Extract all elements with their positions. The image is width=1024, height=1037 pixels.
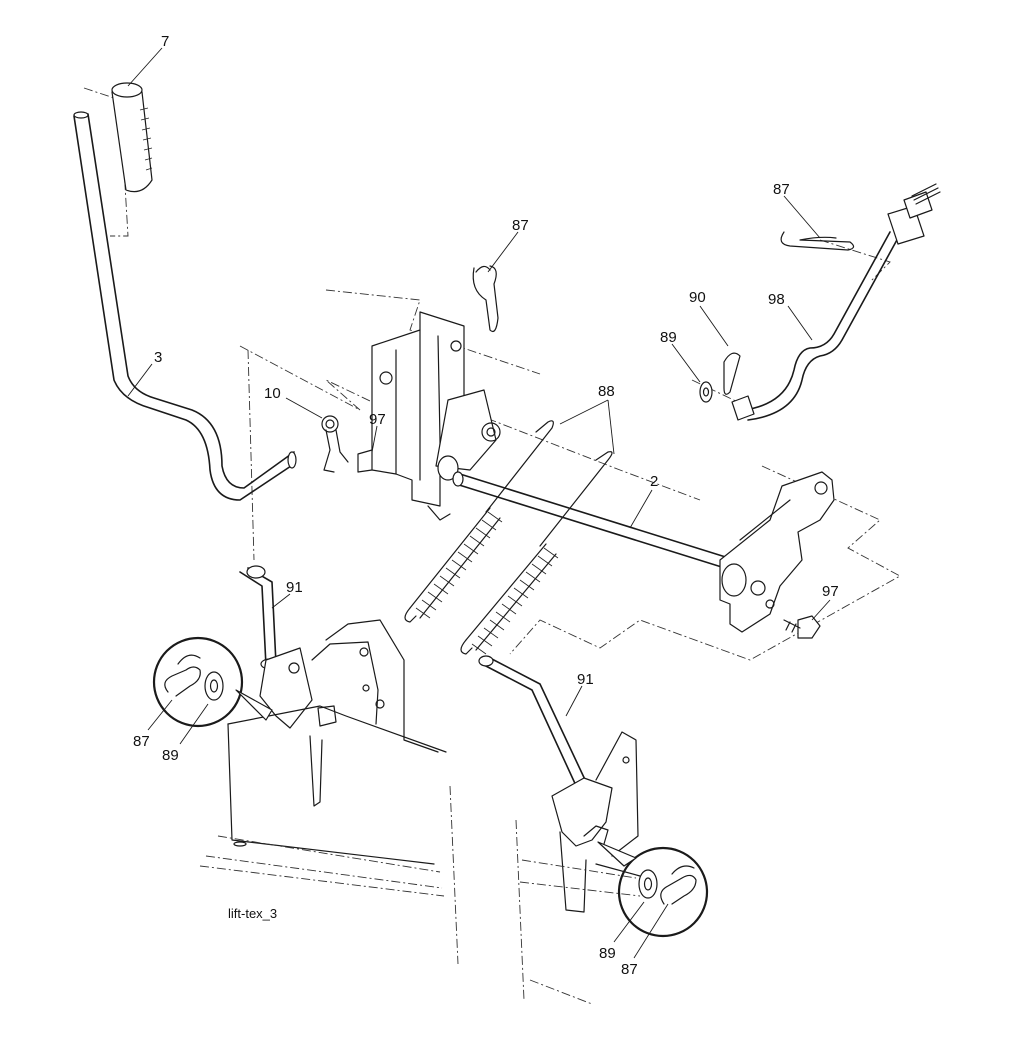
callout-springs: 88 [598,383,615,400]
lever-grip [111,82,153,193]
callout-detail-right-clip: 87 [621,961,638,978]
callout-bolt-left: 97 [369,411,386,428]
construction-lines [83,87,901,661]
hair-pin-clip-top [472,265,499,333]
callout-torsion-spring: 10 [264,385,281,402]
detail-circle-right [597,841,709,938]
extension-springs [404,420,613,655]
leader-lines [127,47,831,959]
washer-right [699,381,713,403]
lift-link-left [239,565,280,670]
lift-lever [73,111,297,501]
callout-detail-left-clip: 87 [133,733,150,750]
adjustment-rod [731,183,941,421]
callout-grip: 7 [161,33,169,50]
callout-link-left: 91 [286,579,303,596]
callout-clip-top: 87 [512,217,529,234]
bolt-right [783,615,821,639]
deck-bracket-right [515,731,641,1005]
callout-lift-lever: 3 [154,349,162,366]
callout-bolt-right: 97 [822,583,839,600]
right-bracket [719,471,835,633]
callout-washer-right: 89 [660,329,677,346]
torsion-spring [321,415,349,473]
lift-link-right [478,655,593,797]
center-bracket [371,311,501,521]
callout-numbers: 7 3 10 97 87 87 90 89 98 88 2 97 91 91 8… [133,33,839,978]
hair-pin-clip-right [780,231,855,251]
callout-detail-right-washer: 89 [599,945,616,962]
callout-link-right: 91 [577,671,594,688]
detail-circle-left [152,636,273,728]
diagram-caption: lift-tex_3 [228,906,277,921]
callout-clip-right: 87 [773,181,790,198]
cotter-pin [723,352,741,395]
deck-bracket-left [199,619,459,965]
callout-detail-left-washer: 89 [162,747,179,764]
callout-adjustment-rod: 98 [768,291,785,308]
cross-shaft [452,471,749,575]
callout-cross-shaft: 2 [650,473,658,490]
callout-cotter-pin: 90 [689,289,706,306]
